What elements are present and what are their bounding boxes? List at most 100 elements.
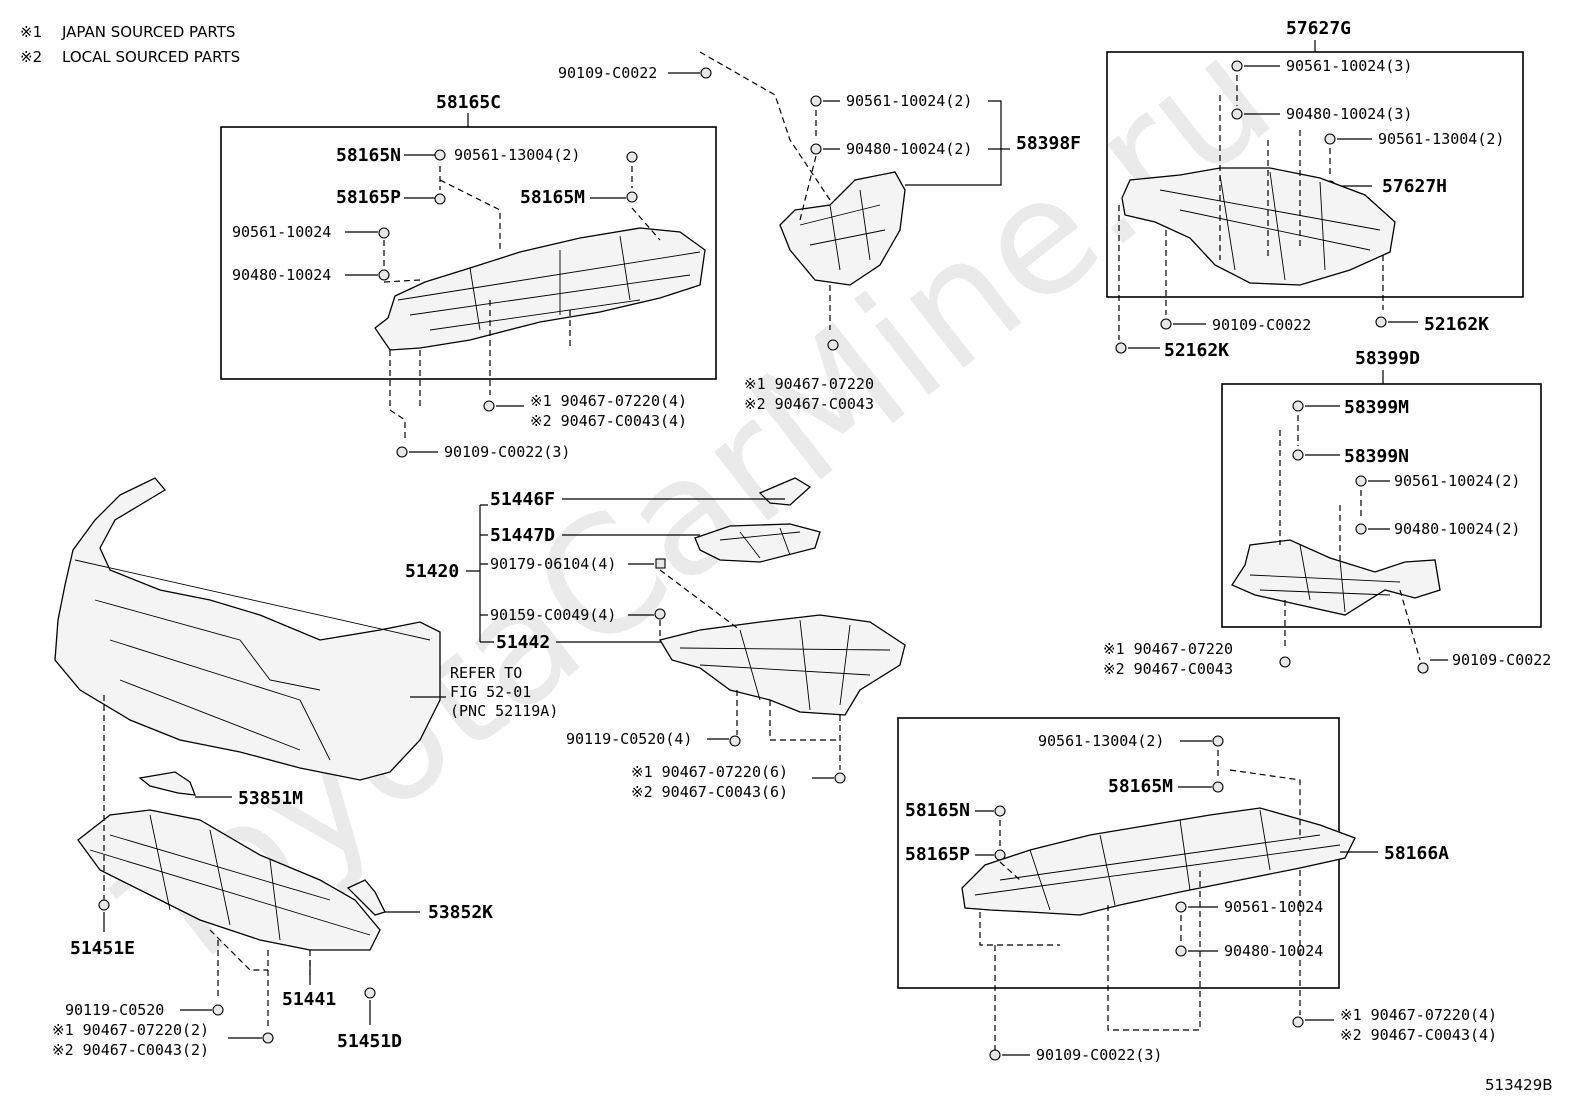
- nut-icon: [1175, 945, 1187, 957]
- part-label-53852K[interactable]: 53852K: [428, 902, 493, 923]
- part-label-58165C[interactable]: 58165C: [436, 92, 501, 113]
- cover-51446F[interactable]: [758, 477, 812, 506]
- part-label-58165N-a[interactable]: 58165N: [336, 145, 401, 166]
- clip-icon: [1279, 656, 1291, 668]
- part-label-57627G[interactable]: 57627G: [1286, 18, 1351, 39]
- clip-icon: [434, 193, 446, 205]
- nut-icon: [810, 143, 822, 155]
- part-label-51447D[interactable]: 51447D: [490, 525, 555, 546]
- part-label-58399M[interactable]: 58399M: [1344, 397, 1409, 418]
- legend: ※1 JAPAN SOURCED PARTS ※2 LOCAL SOURCED …: [20, 23, 240, 66]
- figure-id: 513429B: [1485, 1076, 1553, 1094]
- nut-icon: [378, 269, 390, 281]
- part-label-90561-10024-a[interactable]: 90561-10024: [232, 223, 331, 241]
- part-label-57627H[interactable]: 57627H: [1382, 176, 1447, 197]
- clip-icon: [626, 151, 638, 163]
- part-label-90467-C0043-4-a[interactable]: ※2 90467-C0043(4): [530, 412, 687, 430]
- clip-icon: [827, 339, 839, 351]
- part-label-90119-C0520-4[interactable]: 90119-C0520(4): [566, 730, 692, 748]
- clip-icon: [1292, 400, 1304, 412]
- part-label-90467-07220-4-b[interactable]: ※1 90467-07220(4): [1340, 1006, 1497, 1024]
- part-label-90480-10024-2-r[interactable]: 90480-10024(2): [1394, 520, 1520, 538]
- part-label-90480-10024-a[interactable]: 90480-10024: [232, 266, 331, 284]
- part-label-90561-10024-b[interactable]: 90561-10024: [1224, 898, 1323, 916]
- screw-icon: [1375, 316, 1387, 328]
- part-label-90561-10024-3[interactable]: 90561-10024(3): [1286, 57, 1412, 75]
- group-58166A: 90561-13004(2) 58165M 58165N 58165P 5816…: [897, 717, 1497, 1064]
- legend-mark-2: ※2: [20, 48, 42, 66]
- clip-icon: [810, 95, 822, 107]
- nut-icon: [655, 558, 666, 569]
- part-label-90467-07220-6[interactable]: ※1 90467-07220(6): [631, 763, 788, 781]
- part-label-90467-07220-4-a[interactable]: ※1 90467-07220(4): [530, 392, 687, 410]
- part-label-58165P-a[interactable]: 58165P: [336, 187, 401, 208]
- part-label-90467-07220-r[interactable]: ※1 90467-07220: [1103, 640, 1233, 658]
- part-label-90480-10024-b[interactable]: 90480-10024: [1224, 942, 1323, 960]
- part-label-58166A[interactable]: 58166A: [1384, 843, 1449, 864]
- part-label-58165M-a[interactable]: 58165M: [520, 187, 585, 208]
- part-label-58165P-b[interactable]: 58165P: [905, 844, 970, 865]
- part-label-58399N[interactable]: 58399N: [1344, 446, 1409, 467]
- under-cover-51442[interactable]: [658, 614, 906, 716]
- part-label-58399D[interactable]: 58399D: [1355, 348, 1420, 369]
- part-label-51442[interactable]: 51442: [496, 632, 550, 653]
- group-58165C: 58165C 58165N 90561-13004(2) 58165P 5816…: [220, 92, 717, 461]
- part-label-90467-C0043-r[interactable]: ※2 90467-C0043: [1103, 660, 1233, 678]
- part-label-90109-C0022-top[interactable]: 90109-C0022: [558, 64, 657, 82]
- part-label-90561-13004-a[interactable]: 90561-13004(2): [454, 146, 580, 164]
- part-label-90467-C0043-2[interactable]: ※2 90467-C0043(2): [52, 1041, 209, 1059]
- part-label-52162K-b[interactable]: 52162K: [1164, 340, 1229, 361]
- front-bumper-cover[interactable]: [54, 477, 441, 781]
- part-label-90480-10024-3[interactable]: 90480-10024(3): [1286, 105, 1412, 123]
- part-label-52162K-a[interactable]: 52162K: [1424, 314, 1489, 335]
- part-label-51441[interactable]: 51441: [282, 989, 336, 1010]
- part-label-90119-C0520[interactable]: 90119-C0520: [65, 1001, 164, 1019]
- screw-icon: [364, 987, 376, 999]
- part-label-90159-C0049-4[interactable]: 90159-C0049(4): [490, 606, 616, 624]
- clip-icon: [434, 149, 446, 161]
- group-58399D: 58399D 58399M 58399N 90561-10024(2) 9048…: [1103, 348, 1551, 678]
- bolt-icon: [700, 67, 712, 79]
- legend-text-1: JAPAN SOURCED PARTS: [61, 23, 235, 41]
- group-51420: 51446F 51447D 90179-06104(4) 90159-C0049…: [405, 477, 906, 801]
- part-label-90561-13004-2-b[interactable]: 90561-13004(2): [1378, 130, 1504, 148]
- part-label-51451E[interactable]: 51451E: [70, 938, 135, 959]
- part-label-90179-06104-4[interactable]: 90179-06104(4): [490, 555, 616, 573]
- part-label-90467-07220-mid[interactable]: ※1 90467-07220: [744, 375, 874, 393]
- part-label-58398F[interactable]: 58398F: [1016, 133, 1081, 154]
- clip-icon: [1175, 901, 1187, 913]
- part-label-51451D[interactable]: 51451D: [337, 1031, 402, 1052]
- clip-icon: [994, 805, 1006, 817]
- engine-under-cover-58398F[interactable]: [779, 171, 906, 286]
- part-label-90561-10024-2-r[interactable]: 90561-10024(2): [1394, 472, 1520, 490]
- part-label-90109-C0022-r[interactable]: 90109-C0022: [1212, 316, 1311, 334]
- part-label-90109-C0022-r2[interactable]: 90109-C0022: [1452, 651, 1551, 669]
- refer-note-line-3[interactable]: (PNC 52119A): [450, 702, 558, 720]
- bolt-icon: [1160, 318, 1172, 330]
- engine-under-cover-58165C[interactable]: [374, 227, 706, 351]
- engine-under-cover-58399D[interactable]: [1231, 539, 1441, 616]
- seal-53851M[interactable]: [138, 771, 196, 796]
- part-label-90467-C0043-4-b[interactable]: ※2 90467-C0043(4): [1340, 1026, 1497, 1044]
- part-label-90561-10024-2-mid[interactable]: 90561-10024(2): [846, 92, 972, 110]
- part-label-53851M[interactable]: 53851M: [238, 788, 303, 809]
- part-label-90467-07220-2[interactable]: ※1 90467-07220(2): [52, 1021, 209, 1039]
- box-57627G: [1106, 51, 1524, 298]
- refer-note-line-1[interactable]: REFER TO: [450, 664, 522, 682]
- part-label-90109-C0022-3-a[interactable]: 90109-C0022(3): [444, 443, 570, 461]
- refer-note-line-2[interactable]: FIG 52-01: [450, 683, 531, 701]
- part-label-90480-10024-2-mid[interactable]: 90480-10024(2): [846, 140, 972, 158]
- part-label-51420[interactable]: 51420: [405, 561, 459, 582]
- part-label-90467-C0043-6[interactable]: ※2 90467-C0043(6): [631, 783, 788, 801]
- nut-icon: [1355, 523, 1367, 535]
- part-label-90109-C0022-3-b[interactable]: 90109-C0022(3): [1036, 1046, 1162, 1064]
- part-label-90561-13004-2-c[interactable]: 90561-13004(2): [1038, 732, 1164, 750]
- part-label-51446F[interactable]: 51446F: [490, 489, 555, 510]
- part-label-58165N-b[interactable]: 58165N: [905, 800, 970, 821]
- part-label-58165M-b[interactable]: 58165M: [1108, 776, 1173, 797]
- clip-icon: [1292, 449, 1304, 461]
- bolt-icon: [1417, 662, 1429, 674]
- engine-under-cover-58166A[interactable]: [961, 807, 1356, 916]
- part-label-90467-C0043-mid[interactable]: ※2 90467-C0043: [744, 395, 874, 413]
